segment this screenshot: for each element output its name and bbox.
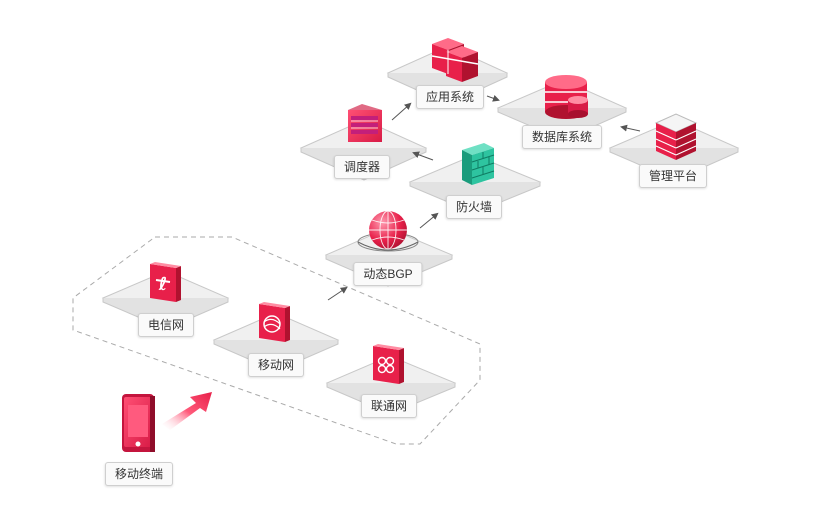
- label-app-system: 应用系统: [415, 85, 485, 109]
- rack-device-icon: [348, 104, 382, 142]
- globe-icon: [357, 210, 419, 252]
- label-telecom: 电信网: [137, 313, 195, 337]
- cube-stack-icon: [431, 38, 479, 82]
- arrow-carrier-to-bgp: [327, 286, 348, 301]
- svg-text:ℓ: ℓ: [158, 274, 168, 295]
- database-cylinders-icon: [545, 75, 588, 119]
- label-scheduler: 调度器: [333, 155, 391, 179]
- arrow-bgp-to-firewall: [419, 212, 439, 229]
- label-database-system: 数据库系统: [521, 125, 603, 149]
- label-unicom: 联通网: [360, 394, 418, 418]
- china-mobile-logo: [259, 302, 290, 342]
- china-telecom-logo: ℓ: [150, 262, 181, 302]
- terminal-access-arrow: [162, 392, 212, 430]
- smartphone-icon: [122, 394, 155, 452]
- arrow-firewall-to-scheduler: [412, 151, 434, 161]
- label-management-platform: 管理平台: [638, 164, 708, 188]
- arrow-app-to-database: [486, 95, 500, 102]
- label-mobile-terminal: 移动终端: [104, 462, 174, 486]
- server-stack-icon: [654, 113, 698, 160]
- arrow-scheduler-to-app: [391, 102, 412, 121]
- connector-arrows: [327, 95, 641, 301]
- arrow-management-to-database: [620, 124, 641, 132]
- brick-wall-icon: [462, 143, 495, 185]
- label-mobile: 移动网: [247, 353, 305, 377]
- china-unicom-logo: [373, 344, 404, 384]
- label-firewall: 防火墙: [445, 195, 503, 219]
- label-dynamic-bgp: 动态BGP: [353, 262, 423, 286]
- carrier-group-outline: [72, 236, 481, 445]
